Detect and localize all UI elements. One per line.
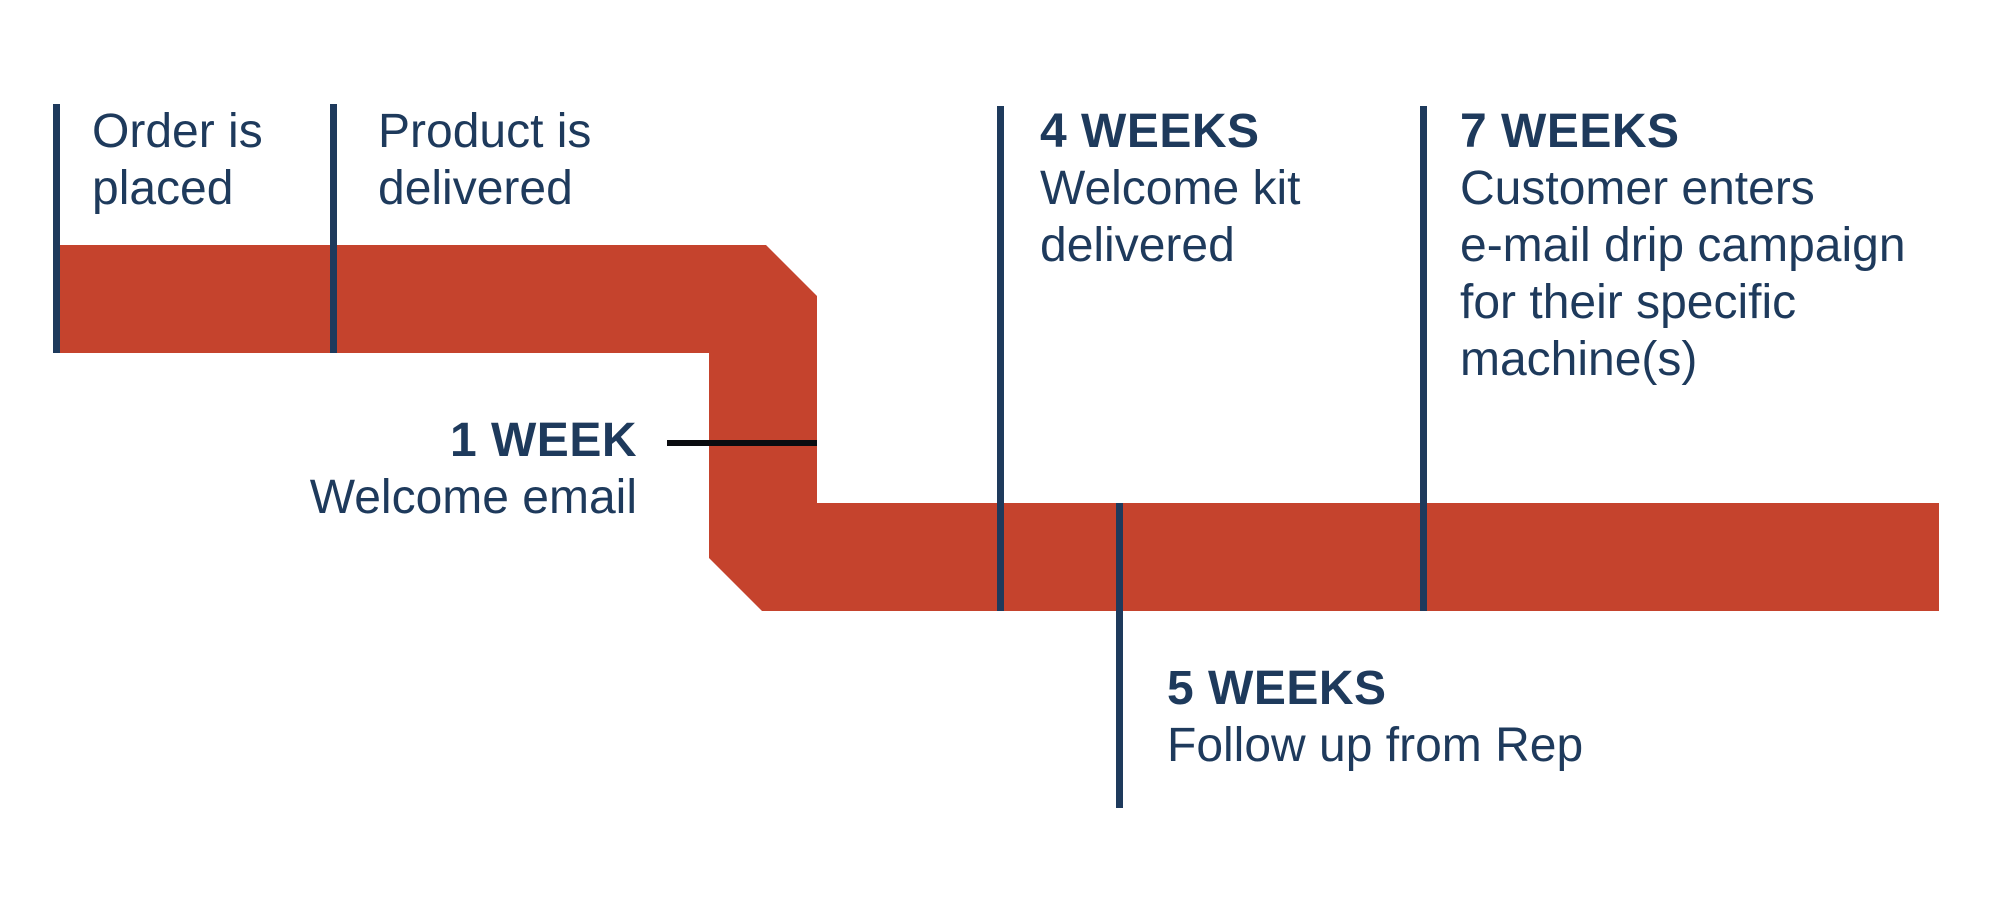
timeline-band-shape (57, 245, 1939, 611)
label-line: Customer enters (1460, 162, 1815, 215)
label-line: machine(s) (1460, 333, 1698, 386)
label-product-delivered: Product is delivered (378, 103, 591, 217)
label-line: Product is (378, 105, 592, 158)
label-order-placed: Order is placed (92, 103, 263, 217)
milestone-line-product-delivered (330, 104, 337, 353)
label-title: 1 WEEK (449, 414, 637, 467)
label-title: 4 WEEKS (1040, 105, 1260, 158)
week-1-connector-line (667, 440, 817, 446)
label-4-weeks: 4 WEEKS Welcome kit delivered (1040, 103, 1301, 274)
milestone-line-order-placed (53, 104, 60, 353)
milestone-line-7-weeks (1420, 106, 1427, 611)
label-line: Order is (92, 105, 263, 158)
label-title: 5 WEEKS (1167, 662, 1387, 715)
label-line: e-mail drip campaign (1460, 219, 1906, 272)
label-7-weeks: 7 WEEKS Customer enters e-mail drip camp… (1460, 103, 1906, 388)
label-line: delivered (1040, 219, 1235, 272)
label-line: for their specific (1460, 276, 1797, 329)
milestone-line-5-weeks (1116, 503, 1123, 808)
label-5-weeks: 5 WEEKS Follow up from Rep (1167, 660, 1583, 774)
label-line: delivered (378, 162, 573, 215)
milestone-line-4-weeks (997, 106, 1004, 611)
label-line: Welcome kit (1040, 162, 1301, 215)
label-line: Follow up from Rep (1167, 719, 1584, 772)
label-title: 7 WEEKS (1460, 105, 1680, 158)
label-line: placed (92, 162, 234, 215)
label-week-1: 1 WEEK Welcome email (310, 412, 637, 526)
label-line: Welcome email (309, 471, 637, 524)
